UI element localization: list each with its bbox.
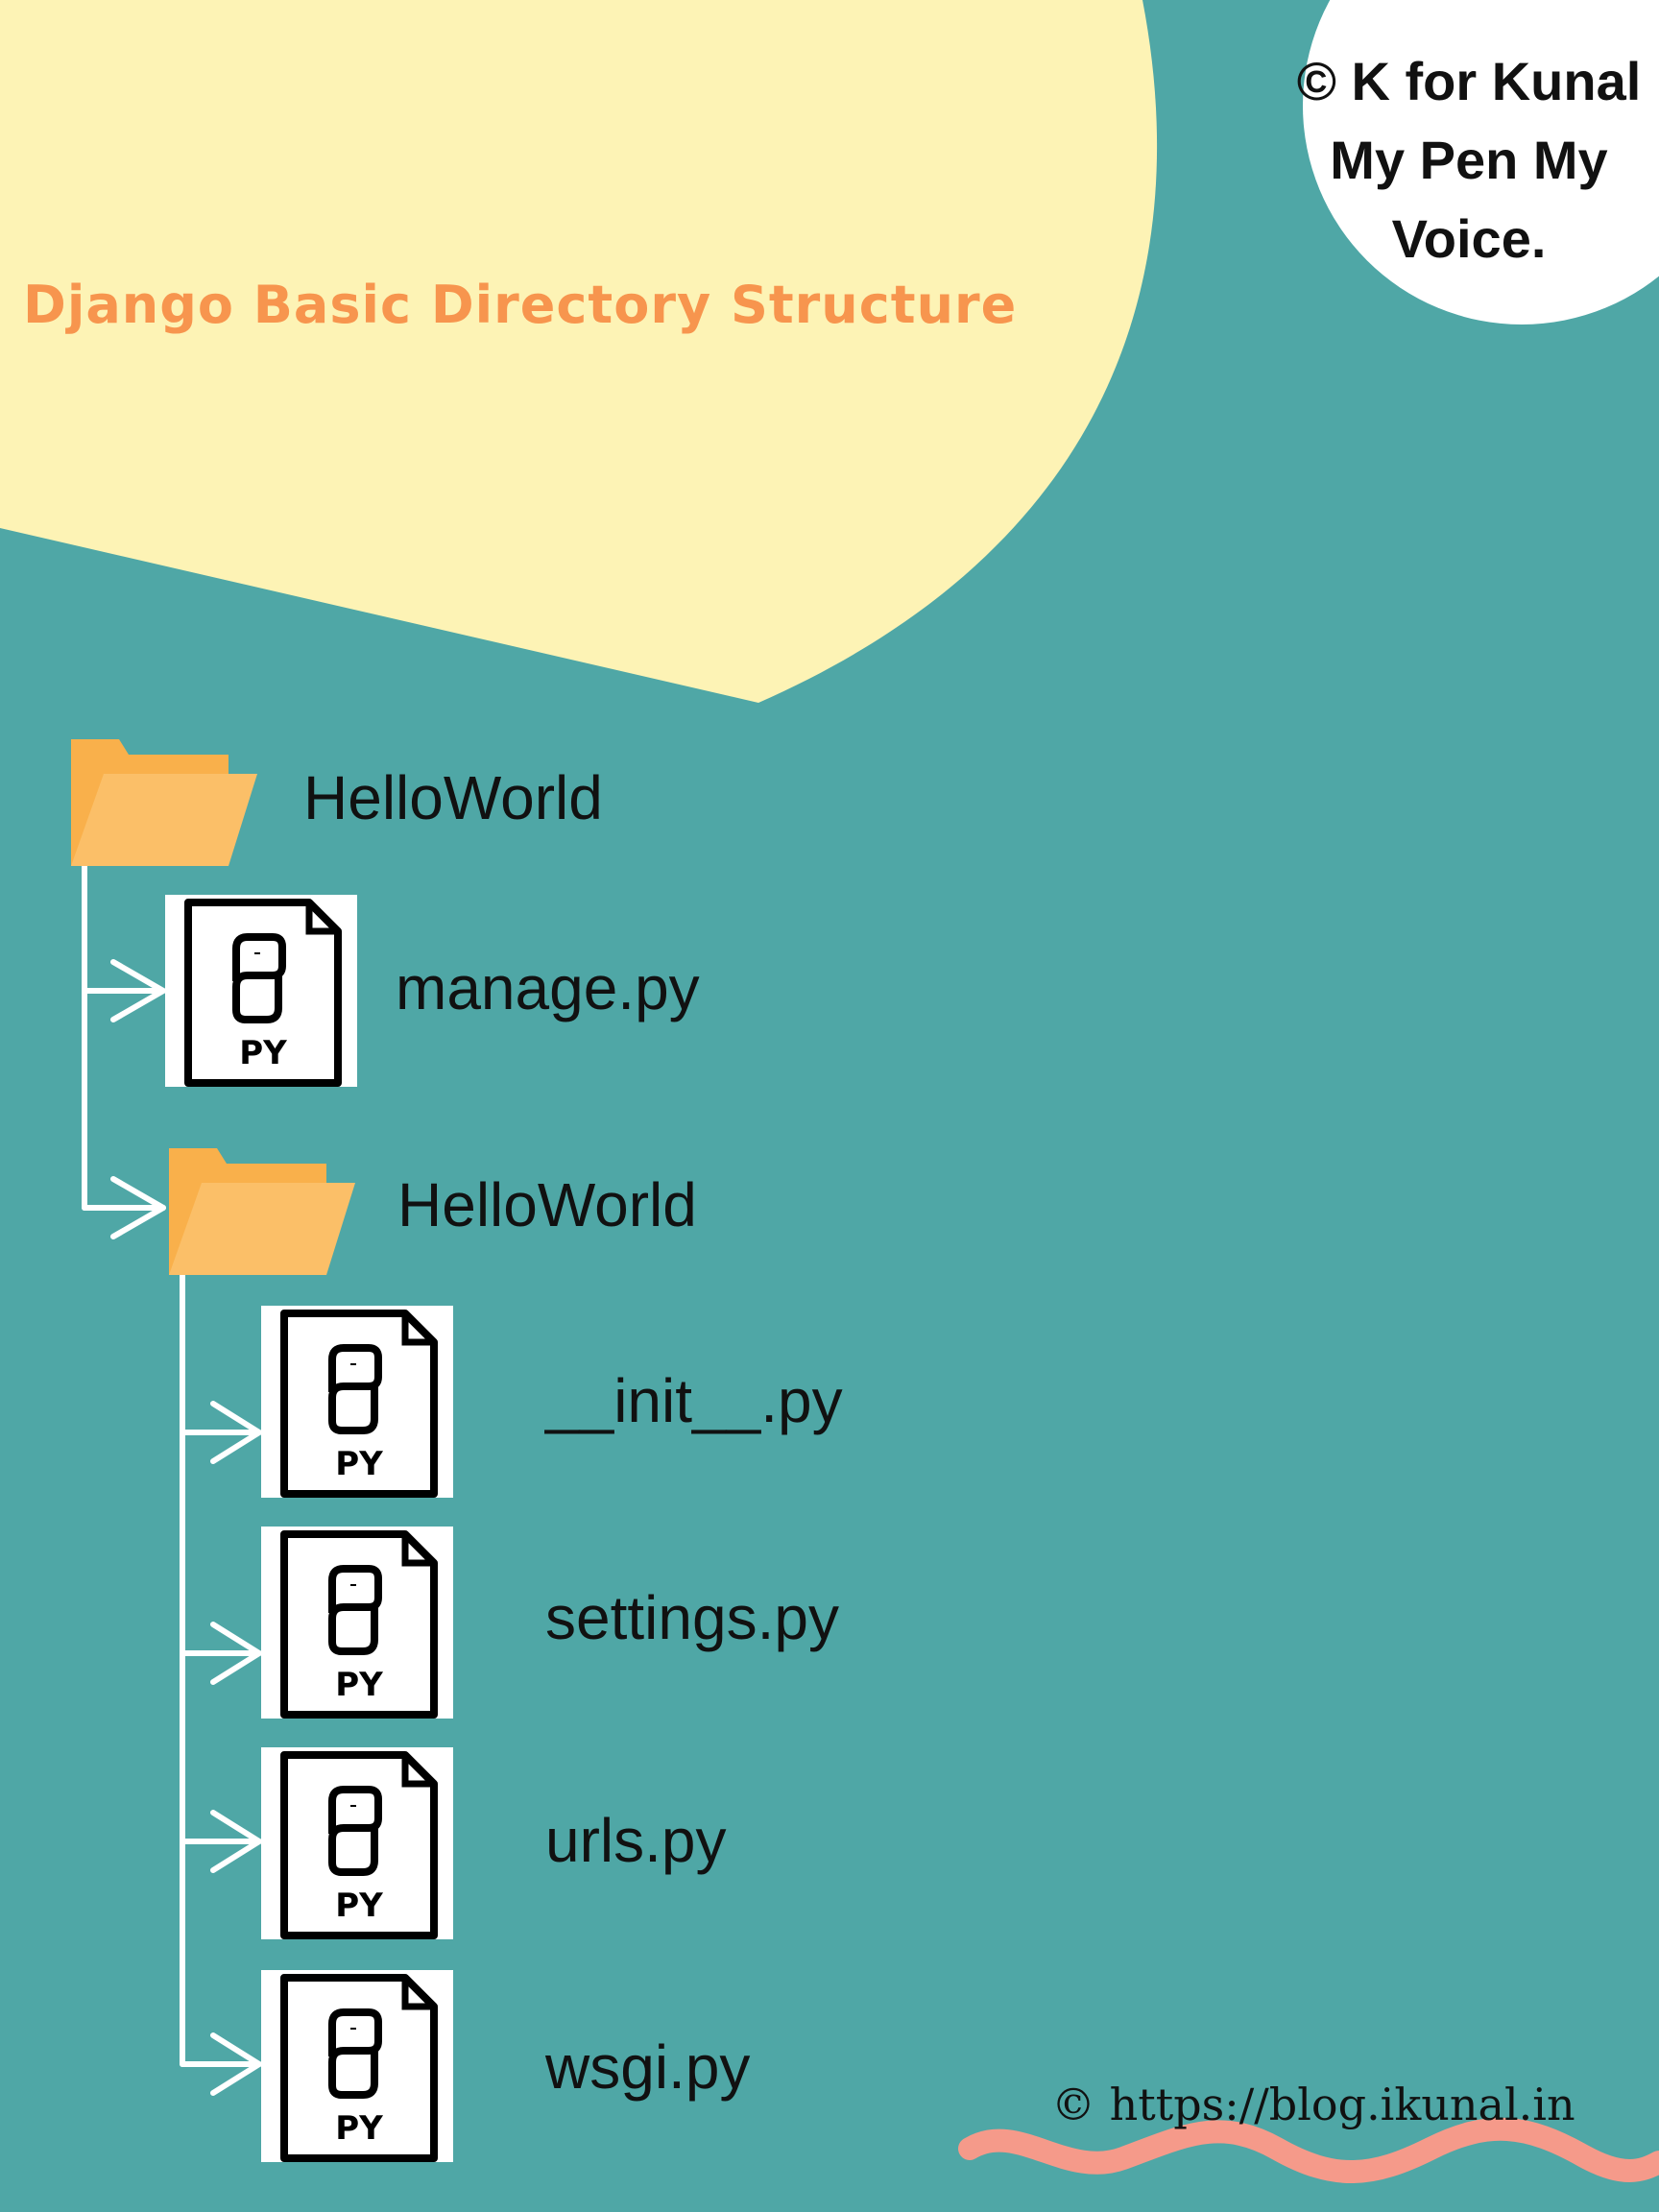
python-file-icon: PY xyxy=(261,1970,453,2162)
wsgi-file-label: wsgi.py xyxy=(545,2032,751,2102)
page-title: Django Basic Directory Structure xyxy=(23,275,1018,335)
svg-text:PY: PY xyxy=(335,2109,383,2148)
credit-circle xyxy=(1303,0,1659,325)
python-file-icon: PY xyxy=(261,1306,453,1498)
package-folder-label: HelloWorld xyxy=(397,1170,697,1239)
svg-text:PY: PY xyxy=(239,1034,287,1072)
python-file-icon: PY xyxy=(165,895,357,1087)
folder-icon xyxy=(71,739,257,866)
tree-connectors xyxy=(82,861,262,2096)
root-folder-label: HelloWorld xyxy=(303,763,603,832)
folder-icon xyxy=(169,1148,355,1275)
credit-line-1: © K for Kunal xyxy=(1296,51,1642,111)
python-file-icon: PY xyxy=(261,1527,453,1719)
svg-text:PY: PY xyxy=(335,1887,383,1925)
init-file-label: __init__.py xyxy=(545,1366,843,1435)
urls-file-label: urls.py xyxy=(545,1806,727,1875)
credit-line-2: My Pen My xyxy=(1330,130,1608,190)
svg-text:PY: PY xyxy=(335,1666,383,1704)
yellow-blob xyxy=(0,0,1158,703)
credit-line-3: Voice. xyxy=(1391,208,1547,269)
wave-line xyxy=(958,2117,1659,2183)
footer-url: © https://blog.ikunal.in xyxy=(1051,2079,1575,2130)
manage-file-label: manage.py xyxy=(396,953,700,1022)
svg-text:PY: PY xyxy=(335,1445,383,1483)
settings-file-label: settings.py xyxy=(545,1583,839,1652)
python-file-icon: PY xyxy=(261,1747,453,1939)
